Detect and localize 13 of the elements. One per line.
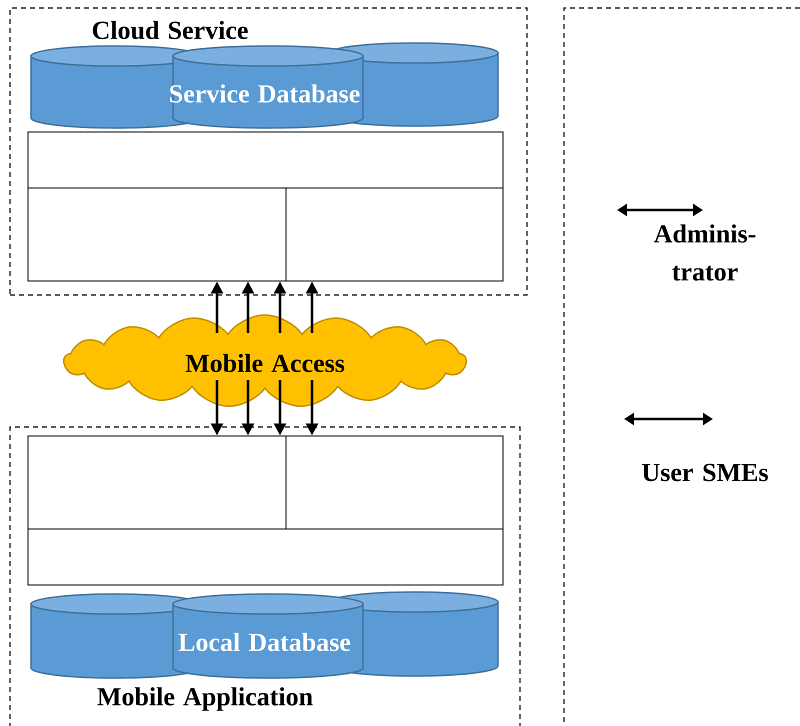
table-cell [28, 188, 286, 282]
table-cell [286, 436, 504, 530]
table-cell [286, 188, 504, 282]
cloud: Mobile Access [62, 314, 468, 407]
database-cylinders: Local Database [30, 591, 499, 679]
group-title: Mobile Application [97, 687, 313, 711]
role-label: Adminis- trator [654, 224, 756, 281]
table-cell [28, 132, 504, 188]
role-label: User SMEs [642, 464, 768, 482]
table-cell [28, 528, 504, 586]
table-cell [28, 436, 286, 530]
group-title: Cloud Service [92, 20, 248, 40]
database-cylinders: Service Database [30, 42, 499, 129]
